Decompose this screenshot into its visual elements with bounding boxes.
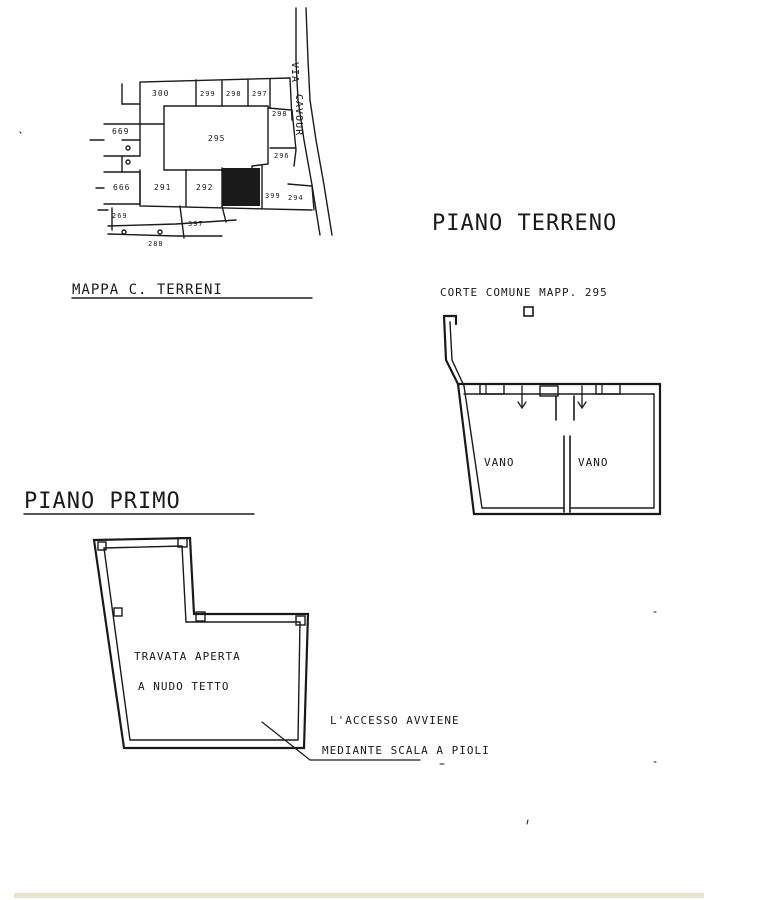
parcel-label: 288 (148, 240, 164, 248)
ground-floor-plan (442, 314, 662, 516)
access-note-line2: MEDIANTE SCALA A PIOLI (322, 744, 490, 757)
scan-specks (19, 131, 657, 825)
courtyard-label: CORTE COMUNE MAPP. 295 (440, 286, 608, 299)
street-name-cavour: CAVOUR (293, 94, 304, 136)
parcel-label: 291 (154, 183, 171, 192)
parcel-label: 397 (188, 220, 204, 228)
street-name-via: VIA (289, 62, 300, 83)
cadastral-map-title: MAPPA C. TERRENI (72, 282, 223, 298)
first-floor-room-line1: TRAVATA APERTA (134, 650, 241, 663)
first-floor-outer-wall (92, 536, 310, 750)
parcel-label: 669 (112, 127, 129, 136)
scan-edge-band (14, 893, 704, 898)
parcel-293-hatched (222, 168, 260, 206)
ground-floor-outer-wall (442, 314, 662, 516)
parcel-label: 298 (226, 90, 242, 98)
parcel-295-outline (163, 105, 269, 171)
cadastral-map (89, 7, 333, 239)
parcel-label: 292 (196, 183, 213, 192)
room-right-label: VANO (578, 456, 609, 469)
parcel-label: 293 (228, 191, 249, 202)
access-note-line1: L'ACCESSO AVVIENE (330, 714, 460, 727)
parcel-label: 296 (274, 152, 290, 160)
first-floor-room-line2: A NUDO TETTO (138, 680, 229, 693)
parcel-label: 666 (113, 183, 130, 192)
parcel-label: 298 (272, 110, 288, 118)
parcel-label: 399 (265, 192, 281, 200)
parcel-label: 299 (200, 90, 216, 98)
door-arrows (517, 385, 587, 410)
first-floor-title: PIANO PRIMO (24, 489, 181, 514)
street-edge-right (305, 7, 333, 236)
first-floor-plan (92, 536, 310, 750)
parcel-label: 300 (152, 89, 169, 98)
street-edge-left (295, 7, 321, 236)
parcel-label: 295 (208, 134, 225, 143)
parcel-label: 269 (112, 212, 128, 220)
ground-floor-title: PIANO TERRENO (432, 211, 617, 236)
parcel-label: 297 (252, 90, 268, 98)
room-left-label: VANO (484, 456, 515, 469)
parcel-label: 294 (288, 194, 304, 202)
note-leader-line (261, 721, 421, 761)
parcel-labels: 300 299 298 297 298 296 295 669 666 291 … (112, 62, 304, 248)
courtyard-pillar (523, 306, 534, 317)
